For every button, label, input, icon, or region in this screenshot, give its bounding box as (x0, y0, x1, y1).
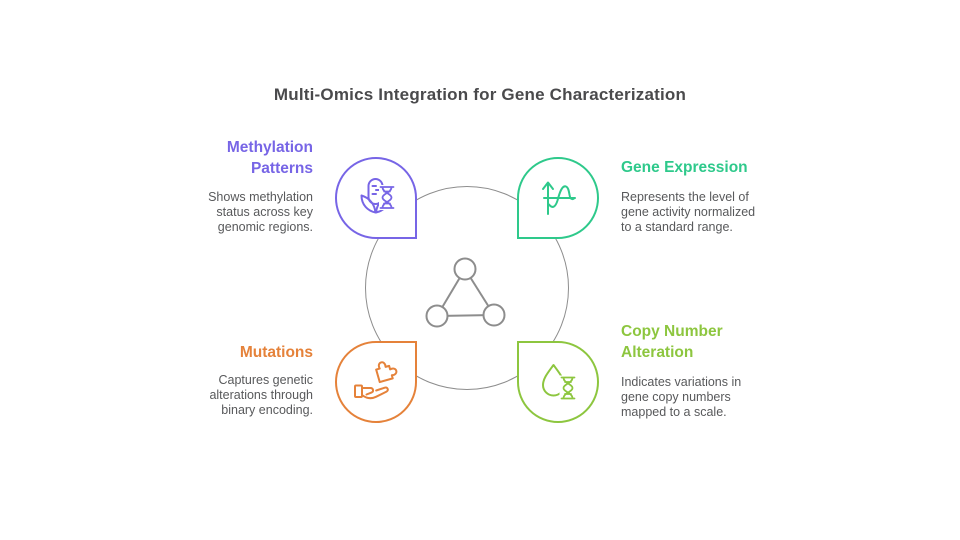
central-ring (365, 186, 569, 390)
methylation-badge (335, 157, 417, 239)
corn-dna-icon (360, 178, 396, 214)
methylation-description: Shows methylation status across key geno… (208, 190, 313, 234)
arrow-wave-icon (542, 181, 576, 215)
gene-expression-heading: Gene Expression (621, 159, 748, 176)
copy-number-description: Indicates variations in gene copy number… (621, 375, 742, 419)
droplet-dna-icon (542, 364, 577, 401)
triangle-network-icon (425, 257, 506, 328)
gene-expression-description: Represents the level of gene activity no… (621, 190, 756, 234)
mutations-heading: Mutations (239, 344, 313, 361)
mutations-description: Captures genetic alterations through bin… (209, 373, 313, 417)
hand-puzzle-icon (354, 361, 398, 400)
mutations-badge (335, 341, 417, 423)
page-title: Multi-Omics Integration for Gene Charact… (273, 85, 687, 104)
methylation-heading: Methylation Patterns (226, 139, 313, 177)
gene-expression-badge (517, 157, 599, 239)
copy-number-badge (517, 341, 599, 423)
copy-number-heading: Copy Number Alteration (621, 323, 723, 361)
